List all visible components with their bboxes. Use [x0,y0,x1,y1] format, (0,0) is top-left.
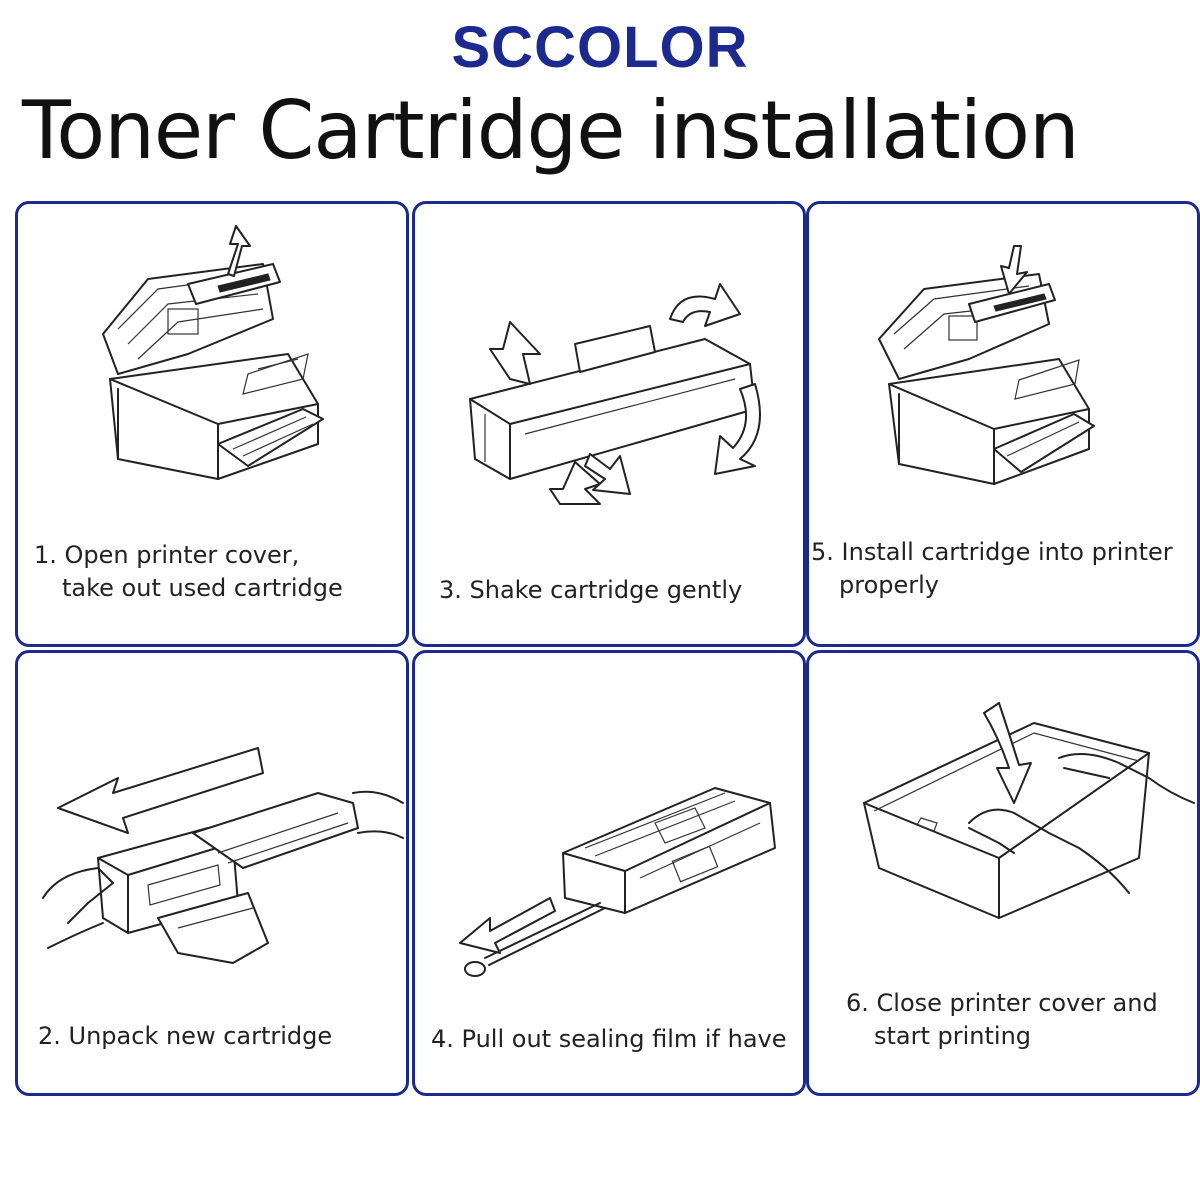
brand-name: SCCOLOR [451,15,749,80]
step-panel-install: 5. Install cartridge into printer proper… [806,201,1200,647]
caption-line-1: 4. Pull out sealing film if have [431,1025,787,1053]
caption-line-2: properly [839,571,939,599]
step-panel-unpack: 2. Unpack new cartridge [15,650,409,1096]
step-panel-close-cover: 6. Close printer cover and start printin… [806,650,1200,1096]
pull-film-illustration [459,787,776,977]
close-cover-illustration [863,702,1195,919]
caption-line-1: 1. Open printer cover, [34,541,300,569]
caption-line-1: 2. Unpack new cartridge [38,1022,333,1050]
step-3-caption: 3. Shake cartridge gently [439,574,742,607]
caption-line-1: 5. Install cartridge into printer [811,538,1173,566]
step-panel-open-cover: 1. Open printer cover, take out used car… [15,201,409,647]
unpack-cartridge-illustration [42,747,404,964]
step-2-caption: 2. Unpack new cartridge [38,1020,332,1053]
caption-line-1: 6. Close printer cover and [846,989,1158,1017]
step-4-caption: 4. Pull out sealing film if have [431,1023,787,1056]
step-6-caption: 6. Close printer cover and start printin… [846,987,1158,1053]
caption-line-2: take out used cartridge [62,574,343,602]
shake-cartridge-illustration [469,283,761,505]
step-1-caption: 1. Open printer cover, take out used car… [34,539,343,605]
printer-install-illustration [878,245,1095,485]
step-5-caption: 5. Install cartridge into printer proper… [811,536,1173,602]
step-panel-pull-film: 4. Pull out sealing film if have [412,650,806,1096]
page-title: Toner Cartridge installation [22,84,1080,177]
caption-line-1: 3. Shake cartridge gently [439,576,743,604]
printer-open-illustration [102,225,324,480]
caption-line-2: start printing [874,1022,1032,1050]
step-panel-shake: 3. Shake cartridge gently [412,201,806,647]
